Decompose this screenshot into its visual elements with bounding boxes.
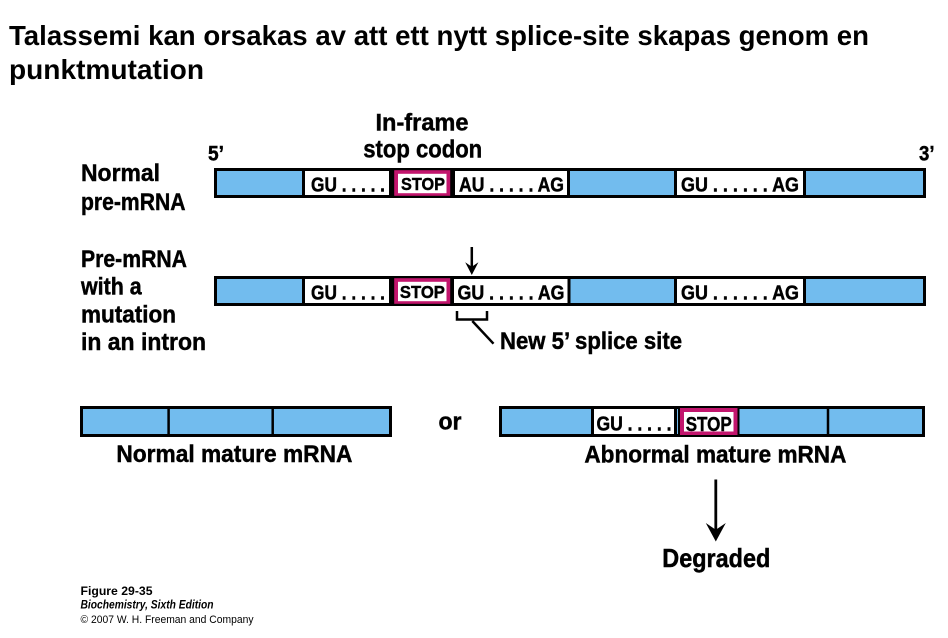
svg-text:New 5’ splice site: New 5’ splice site: [500, 328, 682, 355]
svg-text:GU . . . . .: GU . . . . .: [311, 175, 385, 197]
svg-text:Figure 29-35: Figure 29-35: [81, 584, 153, 598]
svg-text:5’: 5’: [208, 142, 224, 166]
svg-text:mutation: mutation: [81, 301, 176, 328]
svg-text:in an intron: in an intron: [81, 329, 206, 356]
svg-text:Normal mature mRNA: Normal mature mRNA: [116, 441, 352, 468]
svg-text:Abnormal mature mRNA: Abnormal mature mRNA: [584, 441, 846, 468]
svg-text:STOP: STOP: [400, 282, 445, 302]
svg-text:pre-mRNA: pre-mRNA: [81, 189, 186, 216]
svg-text:Degraded: Degraded: [662, 543, 770, 573]
svg-text:with a: with a: [80, 274, 142, 301]
svg-text:Biochemistry, Sixth Edition: Biochemistry, Sixth Edition: [81, 599, 214, 611]
svg-text:GU . . . . . AG: GU . . . . . AG: [458, 283, 565, 305]
svg-text:STOP: STOP: [401, 174, 445, 194]
svg-text:GU . . . . . . AG: GU . . . . . . AG: [681, 283, 799, 305]
svg-text:© 2007 W. H. Freeman and Compa: © 2007 W. H. Freeman and Company: [81, 614, 254, 626]
svg-text:GU . . . . .: GU . . . . .: [597, 414, 672, 436]
svg-text:STOP: STOP: [686, 414, 732, 436]
svg-text:punktmutation: punktmutation: [9, 54, 204, 85]
svg-text:Pre-mRNA: Pre-mRNA: [81, 246, 187, 273]
svg-text:GU . . . . .: GU . . . . .: [311, 283, 385, 305]
svg-text:stop codon: stop codon: [363, 135, 482, 163]
svg-text:In-frame: In-frame: [376, 110, 469, 137]
svg-text:AU . . . . . AG: AU . . . . . AG: [459, 175, 564, 197]
svg-text:or: or: [439, 409, 462, 436]
svg-text:Normal: Normal: [81, 160, 160, 187]
svg-text:Talassemi kan orsakas av att e: Talassemi kan orsakas av att ett nytt sp…: [9, 20, 869, 51]
svg-text:GU . . . . . . AG: GU . . . . . . AG: [681, 175, 799, 197]
svg-text:3’: 3’: [919, 142, 935, 166]
